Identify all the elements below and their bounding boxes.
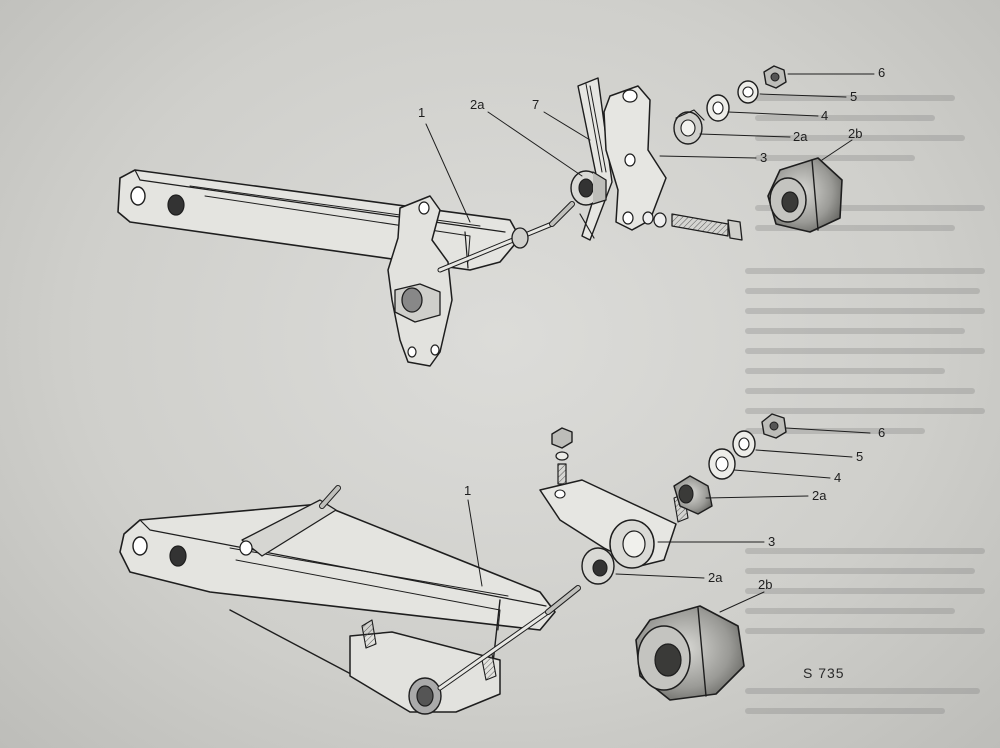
bottom-leader-lines bbox=[467, 427, 871, 613]
top-washer-5 bbox=[737, 80, 759, 104]
callout-2a-top-left: 2a bbox=[470, 97, 485, 112]
bottom-arm-bracket-and-bolt bbox=[349, 585, 581, 715]
top-bolt-and-washers bbox=[642, 211, 743, 241]
bottom-bushing-ring-3 bbox=[609, 519, 655, 569]
callout-1-bottom: 1 bbox=[464, 483, 472, 498]
bottom-rubber-bushing-2b bbox=[635, 605, 745, 701]
callout-2b-top: 2b bbox=[848, 126, 863, 141]
bottom-trailing-arm bbox=[119, 503, 556, 701]
bottom-bushing-2a-lower bbox=[581, 547, 615, 585]
bottom-nut-6 bbox=[761, 413, 787, 439]
callout-2b-bottom: 2b bbox=[758, 577, 773, 592]
callout-5-top: 5 bbox=[850, 89, 858, 104]
callout-7-top: 7 bbox=[532, 97, 540, 112]
top-nut-6 bbox=[763, 65, 787, 89]
callout-3-bottom: 3 bbox=[768, 534, 776, 549]
callout-6-bottom: 6 bbox=[878, 425, 886, 440]
callout-6-top: 6 bbox=[878, 65, 886, 80]
bottom-upper-bolt-nut bbox=[551, 427, 573, 485]
callout-2a-bottom-lower: 2a bbox=[708, 570, 723, 585]
callout-1-top: 1 bbox=[418, 105, 426, 120]
top-leader-lines bbox=[425, 73, 875, 223]
figure-code: S 735 bbox=[803, 665, 845, 681]
faded-background-text bbox=[745, 0, 1000, 748]
callout-5-bottom: 5 bbox=[856, 449, 864, 464]
bottom-washer-5 bbox=[732, 430, 756, 458]
callout-4-bottom: 4 bbox=[834, 470, 842, 485]
top-washer-4 bbox=[706, 94, 730, 122]
bottom-washer-4 bbox=[708, 448, 736, 480]
callout-4-top: 4 bbox=[821, 108, 829, 123]
callout-2a-bottom-right: 2a bbox=[812, 488, 827, 503]
callout-3-top: 3 bbox=[760, 150, 768, 165]
top-trailing-arm bbox=[117, 169, 521, 271]
top-bushing-2a-left bbox=[570, 170, 607, 206]
top-rubber-bushing-2b bbox=[767, 157, 843, 233]
bottom-arm-upper-stud bbox=[239, 485, 341, 557]
top-bushing-2a-right bbox=[673, 109, 705, 145]
top-arm-bracket-and-bolt bbox=[387, 195, 575, 367]
callout-2a-top-right: 2a bbox=[793, 129, 808, 144]
bottom-bushing-2a-right bbox=[673, 475, 713, 515]
top-control-lever-3 bbox=[603, 85, 667, 231]
